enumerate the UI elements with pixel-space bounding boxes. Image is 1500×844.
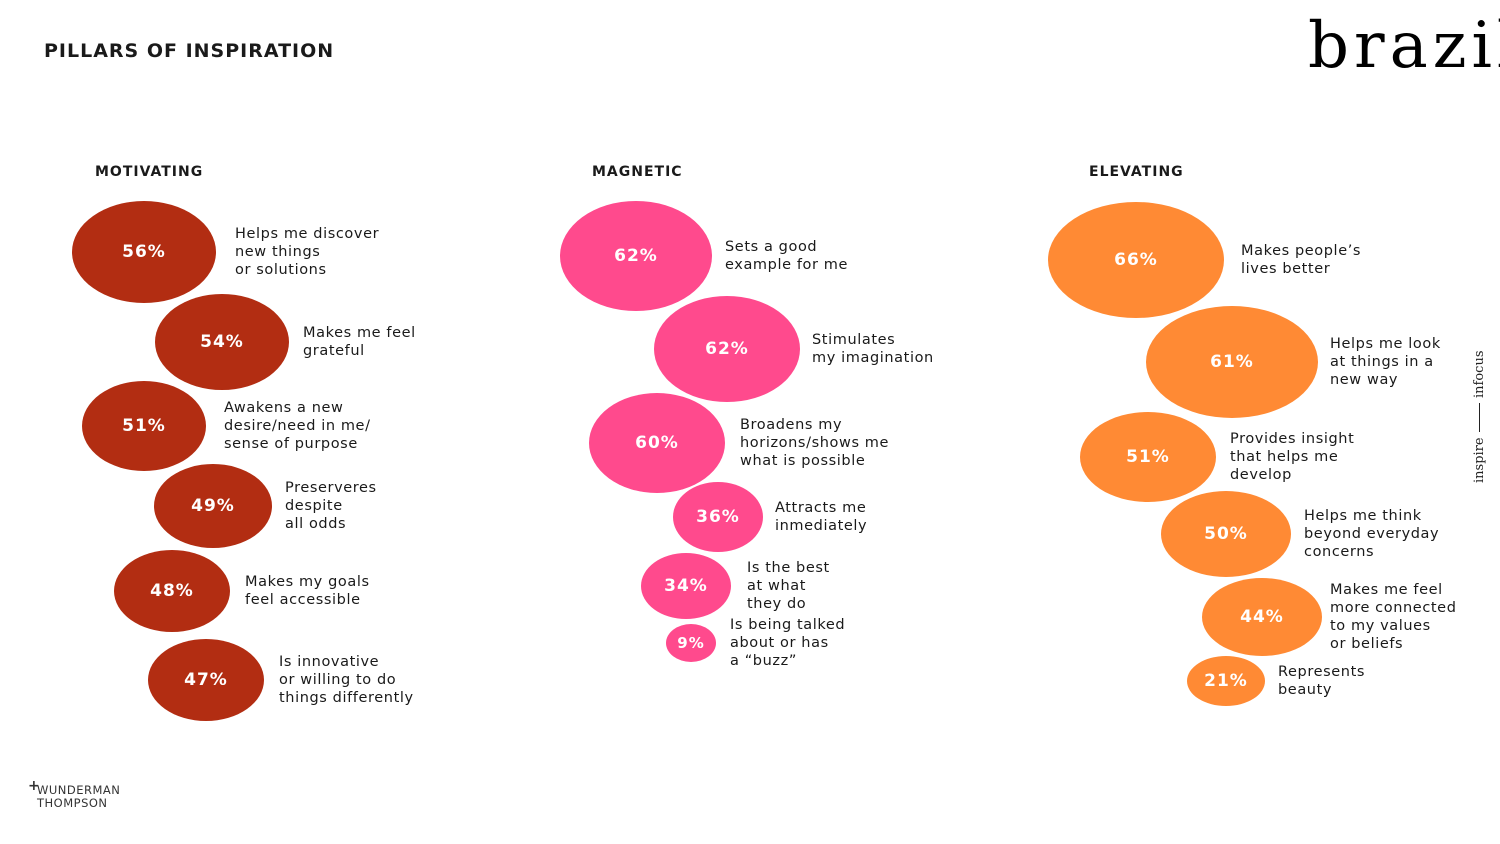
motivating-item-label-4: Preserveres despite all odds	[285, 480, 377, 532]
elevating-bubble-2: 61%	[1146, 306, 1318, 418]
motivating-bubble-4: 49%	[154, 464, 272, 548]
motivating-bubble-1: 56%	[72, 201, 216, 303]
magnetic-bubble-5: 34%	[641, 553, 731, 619]
elevating-item-label-1: Makes people’s lives better	[1241, 243, 1362, 277]
motivating-item-label-3: Awakens a new desire/need in me/ sense o…	[224, 400, 371, 452]
elevating-value-label-1: 66%	[1114, 250, 1158, 270]
footer-logo: + WUNDERMAN THOMPSON	[28, 779, 121, 810]
motivating-value-label-4: 49%	[191, 496, 235, 516]
magnetic-item-label-4: Attracts me inmediately	[775, 500, 868, 534]
brand-logo: brazil	[1308, 9, 1500, 83]
magnetic-bubble-4: 36%	[673, 482, 763, 552]
elevating-item-label-3: Provides insight that helps me develop	[1230, 431, 1355, 483]
elevating-value-label-2: 61%	[1210, 352, 1254, 372]
magnetic-item-label-2: Stimulates my imagination	[812, 332, 934, 366]
side-label-right: infocus	[1472, 351, 1487, 399]
pillar-title-elevating: ELEVATING	[1089, 164, 1184, 180]
motivating-item-label-2: Makes me feel grateful	[303, 325, 416, 359]
motivating-item-label-6: Is innovative or willing to do things di…	[279, 654, 414, 706]
motivating-value-label-5: 48%	[150, 581, 194, 601]
magnetic-bubble-3: 60%	[589, 393, 725, 493]
elevating-bubble-4: 50%	[1161, 491, 1291, 577]
magnetic-value-label-4: 36%	[696, 507, 740, 527]
motivating-item-label-1: Helps me discover new things or solution…	[235, 226, 380, 278]
motivating-bubble-3: 51%	[82, 381, 206, 471]
motivating-value-label-2: 54%	[200, 332, 244, 352]
magnetic-item-label-3: Broadens my horizons/shows me what is po…	[740, 417, 890, 469]
motivating-bubble-6: 47%	[148, 639, 264, 721]
footer-logo-line2: THOMPSON	[37, 796, 108, 810]
magnetic-bubble-1: 62%	[560, 201, 712, 311]
magnetic-item-label-1: Sets a good example for me	[725, 239, 849, 273]
elevating-item-label-2: Helps me look at things in a new way	[1330, 336, 1441, 388]
side-label: inspire infocus	[1472, 351, 1487, 483]
pillar-title-magnetic: MAGNETIC	[592, 164, 683, 180]
motivating-item-label-5: Makes my goals feel accessible	[245, 574, 370, 608]
magnetic-value-label-6: 9%	[677, 634, 705, 652]
elevating-bubble-1: 66%	[1048, 202, 1224, 318]
elevating-value-label-5: 44%	[1240, 607, 1284, 627]
side-label-left: inspire	[1472, 437, 1487, 483]
motivating-value-label-6: 47%	[184, 670, 228, 690]
page-title: PILLARS OF INSPIRATION	[44, 40, 335, 62]
elevating-item-label-4: Helps me think beyond everyday concerns	[1304, 508, 1440, 560]
elevating-bubble-3: 51%	[1080, 412, 1216, 502]
magnetic-value-label-1: 62%	[614, 246, 658, 266]
elevating-item-label-6: Represents beauty	[1278, 664, 1366, 698]
motivating-bubble-2: 54%	[155, 294, 289, 390]
footer-plus-mark: +	[28, 778, 41, 794]
motivating-value-label-3: 51%	[122, 416, 166, 436]
elevating-item-label-5: Makes me feel more connected to my value…	[1330, 582, 1457, 652]
elevating-value-label-3: 51%	[1126, 447, 1170, 467]
elevating-bubble-6: 21%	[1187, 656, 1265, 706]
magnetic-item-label-6: Is being talked about or has a “buzz”	[730, 617, 846, 669]
elevating-bubble-5: 44%	[1202, 578, 1322, 656]
magnetic-item-label-5: Is the best at what they do	[747, 560, 830, 612]
elevating-value-label-6: 21%	[1204, 671, 1248, 691]
magnetic-bubble-2: 62%	[654, 296, 800, 402]
magnetic-value-label-3: 60%	[635, 433, 679, 453]
motivating-value-label-1: 56%	[122, 242, 166, 262]
pillar-title-motivating: MOTIVATING	[95, 164, 204, 180]
magnetic-value-label-2: 62%	[705, 339, 749, 359]
magnetic-value-label-5: 34%	[664, 576, 708, 596]
side-label-divider	[1479, 403, 1480, 433]
elevating-value-label-4: 50%	[1204, 524, 1248, 544]
motivating-bubble-5: 48%	[114, 550, 230, 632]
footer-logo-line1: WUNDERMAN	[37, 783, 121, 797]
magnetic-bubble-6: 9%	[666, 624, 716, 662]
